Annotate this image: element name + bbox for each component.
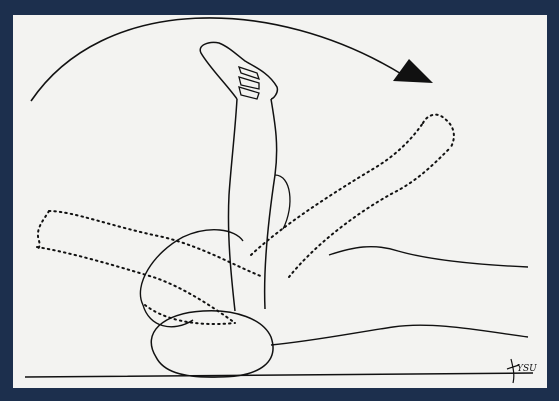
hip-outline (140, 230, 243, 305)
toe-2 (239, 77, 259, 89)
raised-leg-back (265, 99, 277, 309)
arrowhead-icon (393, 59, 433, 83)
swing-arc-arrow (31, 18, 403, 101)
raised-leg-front (228, 99, 237, 311)
drawing-paper: YSU (13, 15, 547, 388)
signature-text: YSU (517, 364, 537, 374)
dotted-foot-right (423, 115, 454, 147)
cushion-shape (151, 311, 273, 377)
raised-leg-calf (275, 175, 290, 229)
raised-foot (200, 42, 277, 99)
dotted-foot-left (37, 211, 49, 249)
leg-swing-illustration: YSU (13, 15, 547, 388)
body-outline (271, 325, 528, 345)
floor-line (25, 373, 533, 377)
back-line (329, 247, 528, 267)
toe-1 (239, 67, 259, 79)
